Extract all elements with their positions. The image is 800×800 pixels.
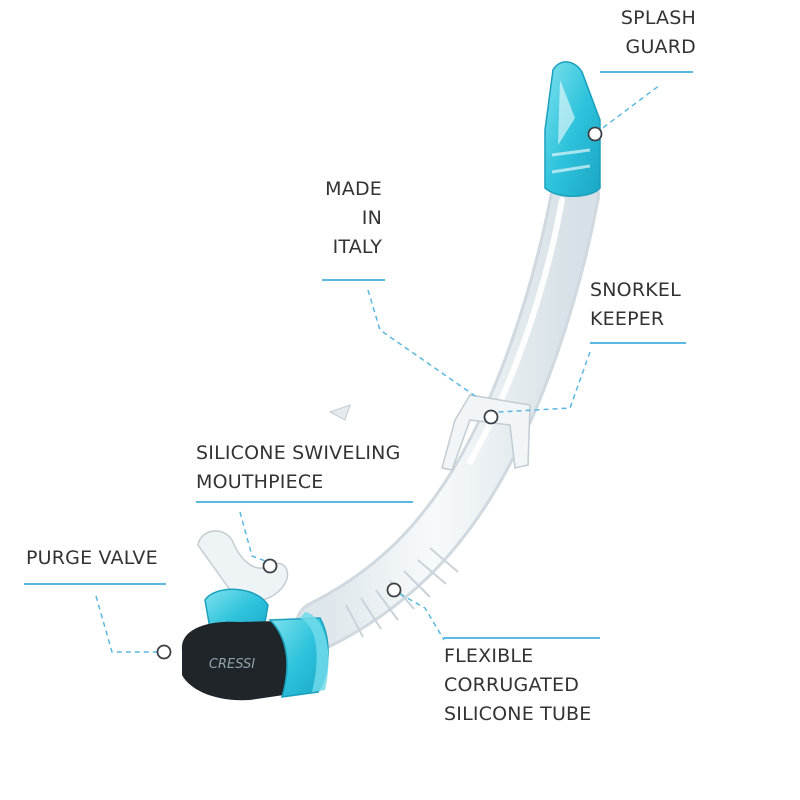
splash-guard-leader (596, 85, 660, 133)
flexible-tube-label: FLEXIBLE CORRUGATED SILICONE TUBE (444, 642, 591, 729)
mouthpiece-leader (240, 512, 268, 562)
snorkel-keeper-label-line1: SNORKEL (590, 276, 681, 305)
mouthpiece-label-line2: MOUTHPIECE (196, 468, 401, 497)
purge-valve-leader (96, 596, 160, 652)
splash-guard-label-line1: SPLASH (590, 4, 696, 33)
snorkel-keeper-label: SNORKEL KEEPER (590, 276, 681, 334)
snorkel-keeper-label-line2: KEEPER (590, 305, 681, 334)
flexible-tube-marker (388, 584, 401, 597)
flexible-tube-label-line3: SILICONE TUBE (444, 700, 591, 729)
mouthpiece-label: SILICONE SWIVELING MOUTHPIECE (196, 439, 401, 497)
snorkel-keeper-marker (485, 411, 498, 424)
made-in-italy-label-line1: MADE (292, 175, 382, 204)
flexible-tube-label-line2: CORRUGATED (444, 671, 591, 700)
purge-valve-label-line1: PURGE VALVE (26, 544, 158, 573)
brand-text: CRESSI (209, 657, 255, 672)
purge-valve-marker (158, 646, 171, 659)
made-in-italy-label-line3: ITALY (292, 233, 382, 262)
made-in-italy-label-line2: IN (292, 204, 382, 233)
splash-guard-label-line2: GUARD (590, 33, 696, 62)
splash-guard-label: SPLASH GUARD (590, 4, 696, 62)
made-in-italy-label: MADE IN ITALY (292, 175, 382, 262)
purge-valve-label: PURGE VALVE (26, 544, 158, 573)
mouthpiece-label-line1: SILICONE SWIVELING (196, 439, 401, 468)
splash-guard-marker (589, 128, 602, 141)
flexible-tube-label-line1: FLEXIBLE (444, 642, 591, 671)
made-in-italy-leader (368, 290, 478, 398)
mouthpiece-marker (264, 560, 277, 573)
purge-valve: CRESSI (182, 612, 329, 700)
